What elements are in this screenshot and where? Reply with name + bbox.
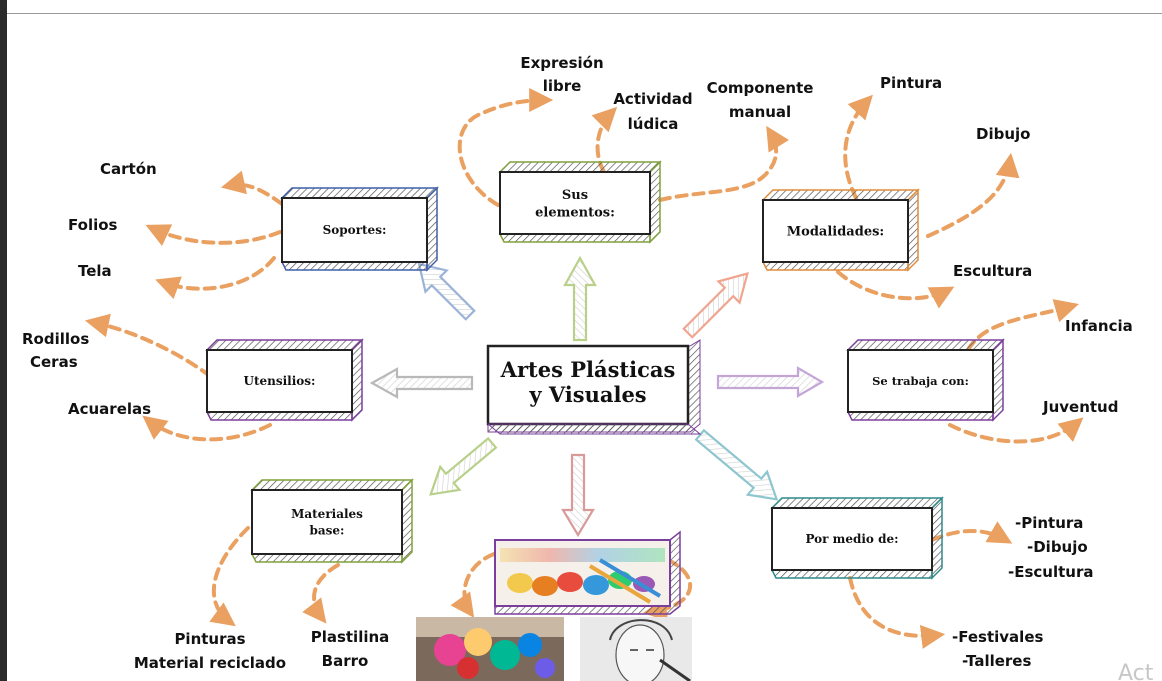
arrow-to-images [561,453,595,538]
node-materiales-label-1: Materiales [291,507,363,521]
watermark-text: Act [1118,661,1154,681]
leaf-plastilina: Plastilina [311,628,390,646]
leaf-material-reciclado: Material reciclado [134,654,286,672]
leaf-ceras: Ceras [30,353,78,371]
leaf-acuarelas: Acuarelas [68,400,151,418]
leaf-componente-line-1: Componente [707,79,814,97]
carnival-photo [416,617,564,681]
leaf-escultura: Escultura [953,262,1032,280]
connector-pintura-list [930,521,1013,544]
connector-pinturas [209,526,250,627]
connector-pintura [843,94,873,200]
leaf-escultura-list: -Escultura [1008,563,1093,581]
arrow-to-utensilios [369,367,474,399]
paints-photo [494,530,681,615]
node-trabaja-label-1: Se trabaja con: [872,374,969,388]
arrow-to-materiales [429,436,498,496]
top-border [0,0,1162,14]
node-trabaja: Se trabaja con: [846,338,1005,422]
leaf-dibujo: Dibujo [976,125,1030,143]
center-title-line-2: y Visuales [528,382,646,407]
arrow-to-soportes [417,262,476,321]
leaf-componente-line-2: manual [729,103,791,121]
leaf-actividad-line-1: Actividad [613,90,692,108]
leaf-juventud: Juventud [1042,398,1118,416]
leaf-pinturas: Pinturas [174,630,245,648]
leaf-dibujo-list: -Dibujo [1027,538,1088,556]
connector-componente [658,125,790,202]
node-utensilios: Utensilios: [205,338,364,422]
leaf-carton: Cartón [100,160,157,178]
leaf-tela: Tela [78,262,112,280]
node-elementos: Sus elementos: [498,160,662,244]
node-elementos-label-2: elementos: [535,205,615,220]
connector-acuarelas [142,415,272,442]
connector-folios [145,224,282,247]
node-soportes: Soportes: [280,186,439,272]
leaf-infancia: Infancia [1065,317,1133,335]
arrow-to-medio [694,428,779,501]
node-modalidades-label-1: Modalidades: [787,225,884,240]
arrow-to-elementos [563,255,597,342]
node-utensilios-label-1: Utensilios: [244,374,316,388]
connector-rodillos [84,313,212,378]
dashed-connectors [84,88,1084,649]
leaf-rodillos: Rodillos [22,330,89,348]
leaf-labels: Cartón Folios Tela Expresión libre Activ… [22,54,1133,672]
leaf-pintura-list: -Pintura [1015,514,1083,532]
connector-image-left [450,552,496,618]
connector-carton [220,170,284,206]
leaf-pintura: Pintura [880,74,942,92]
leaf-expresion-line-1: Expresión [520,54,603,72]
connector-expresion [457,88,554,207]
left-border [0,0,7,681]
connector-plastilina [302,563,340,624]
arrow-to-trabaja [716,366,825,398]
node-elementos-label-1: Sus [562,188,588,203]
node-soportes-label-1: Soportes: [323,223,387,237]
connector-tela [155,256,276,300]
node-materiales-label-2: base: [310,523,345,537]
connector-dibujo [926,152,1020,238]
node-modalidades: Modalidades: [761,188,920,272]
leaf-talleres: -Talleres [962,652,1031,670]
leaf-folios: Folios [68,216,118,234]
node-medio: Por medio de: [770,496,944,580]
leaf-expresion-line-2: libre [543,77,582,95]
leaf-festivales: -Festivales [952,628,1043,646]
center-arrows [369,255,825,538]
portrait-sketch [580,617,692,681]
connector-juventud [948,417,1084,444]
center-title-line-1: Artes Plásticas [500,357,676,382]
connector-escultura [836,270,955,309]
center-node: Artes Plásticas y Visuales [486,339,702,435]
leaf-actividad-line-2: lúdica [628,115,679,133]
node-medio-label-1: Por medio de: [805,532,898,546]
node-materiales: Materiales base: [250,478,414,564]
connector-festivales [848,576,946,649]
leaf-barro: Barro [322,652,369,670]
arrow-to-modalidades [682,272,749,339]
